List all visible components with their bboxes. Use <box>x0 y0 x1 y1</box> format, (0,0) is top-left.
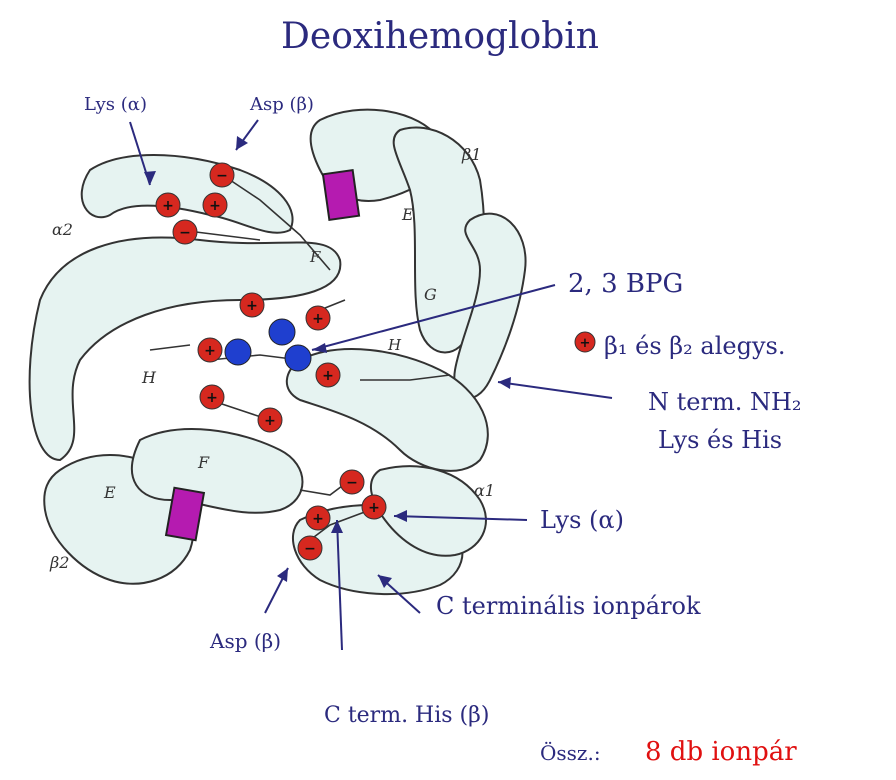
charge-c-term-1 <box>339 469 365 495</box>
subunit-alpha1: α1 <box>474 481 495 500</box>
label-asp-beta-top: Asp (β) <box>249 94 314 115</box>
svg-text:+: + <box>312 311 324 327</box>
charge-lys-a2-3 <box>172 219 198 245</box>
svg-text:+: + <box>264 413 276 429</box>
charge-center-6 <box>257 407 283 433</box>
charge-asp-b-bottom <box>297 535 323 561</box>
subunit-beta1: β1 <box>461 145 481 164</box>
label-total-prefix: Össz.: <box>540 740 601 765</box>
annotation-arrows <box>129 119 613 651</box>
svg-text:+: + <box>246 298 258 314</box>
svg-text:+: + <box>322 368 334 384</box>
svg-text:−: − <box>346 475 358 491</box>
label-total-value: 8 db ionpár <box>645 737 797 767</box>
charge-c-term-3 <box>305 505 331 531</box>
heme-groups <box>164 169 361 542</box>
bpg-charge-1 <box>268 318 296 346</box>
legend-item: + β₁ és β₂ alegys. <box>574 331 785 360</box>
label-c-term-his: C term. His (β) <box>324 703 489 728</box>
legend-text: β₁ és β₂ alegys. <box>604 332 785 360</box>
charge-center-1 <box>239 292 265 318</box>
legend-red-circle-icon <box>574 331 596 353</box>
label-lys-alpha-top: Lys (α) <box>84 94 147 115</box>
svg-text:−: − <box>216 168 228 184</box>
charge-center-2 <box>305 305 331 331</box>
svg-text:+: + <box>368 500 380 516</box>
label-asp-beta-bottom: Asp (β) <box>209 629 281 653</box>
helix-e-bottom: E <box>103 483 116 502</box>
subunit-beta2: β2 <box>49 553 69 572</box>
charge-lys-a2-1 <box>155 192 181 218</box>
helix-e-top: E <box>401 205 414 224</box>
arrow-heads <box>144 136 511 588</box>
positive-charges <box>155 162 387 561</box>
protein-ribbons <box>28 108 527 596</box>
svg-text:+: + <box>206 390 218 406</box>
label-bpg: 2, 3 BPG <box>568 269 683 299</box>
heme-beta2 <box>164 486 206 542</box>
svg-text:+: + <box>580 336 591 351</box>
charge-c-term-2 <box>361 494 387 520</box>
bpg-charge-3 <box>284 344 312 372</box>
charge-center-4 <box>315 362 341 388</box>
charge-center-3 <box>197 337 223 363</box>
bpg-negative-charges <box>224 318 312 372</box>
label-lys-alpha-right: Lys (α) <box>540 506 624 534</box>
svg-text:+: + <box>312 511 324 527</box>
charge-lys-a2-2 <box>202 192 228 218</box>
label-n-term-line2: Lys és His <box>658 426 782 454</box>
svg-text:+: + <box>209 198 221 214</box>
bpg-charge-2 <box>224 338 252 366</box>
helix-h-left: H <box>141 368 157 387</box>
svg-text:+: + <box>162 198 174 214</box>
charge-center-5 <box>199 384 225 410</box>
charge-glyphs: + − + − + + + + + + − + + − <box>162 168 380 557</box>
svg-text:−: − <box>304 541 316 557</box>
helix-h-right: H <box>387 336 402 354</box>
charge-asp-b-top <box>209 162 235 188</box>
subunit-alpha2: α2 <box>52 220 73 239</box>
helix-f-bottom: F <box>197 453 210 472</box>
heme-beta1 <box>321 169 361 221</box>
svg-text:+: + <box>204 343 216 359</box>
diagram-title: Deoxihemoglobin <box>281 16 599 57</box>
svg-text:−: − <box>179 225 191 241</box>
label-n-term-line1: N term. NH₂ <box>648 388 802 416</box>
label-c-term-pairs: C terminális ionpárok <box>436 592 701 620</box>
helix-g-top: G <box>424 285 437 304</box>
helix-f-top: F <box>309 248 321 266</box>
